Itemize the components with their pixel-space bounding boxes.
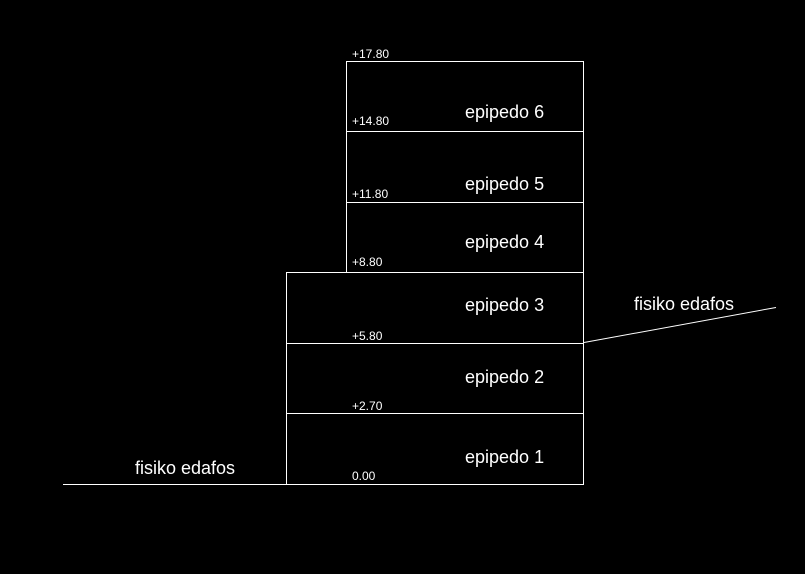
level-label-4: +11.80 <box>352 187 388 201</box>
floor-label-5: epipedo 5 <box>465 174 544 194</box>
level-label-6: +17.80 <box>352 47 389 61</box>
floor-label-3: epipedo 3 <box>465 295 544 315</box>
ground-line-right <box>583 307 777 343</box>
floor-label-2: epipedo 2 <box>465 367 544 387</box>
level-label-5: +14.80 <box>352 114 389 128</box>
ground-label-right: fisiko edafos <box>634 294 734 314</box>
level-label-0: 0.00 <box>352 469 376 483</box>
level-label-2: +5.80 <box>352 329 383 343</box>
upper-block-outline <box>346 61 584 273</box>
floor-label-4: epipedo 4 <box>465 232 544 252</box>
floor-label-1: epipedo 1 <box>465 447 544 467</box>
level-label-1: +2.70 <box>352 399 383 413</box>
ground-label-left: fisiko edafos <box>135 458 235 478</box>
level-label-3: +8.80 <box>352 255 383 269</box>
floor-label-6: epipedo 6 <box>465 102 544 122</box>
